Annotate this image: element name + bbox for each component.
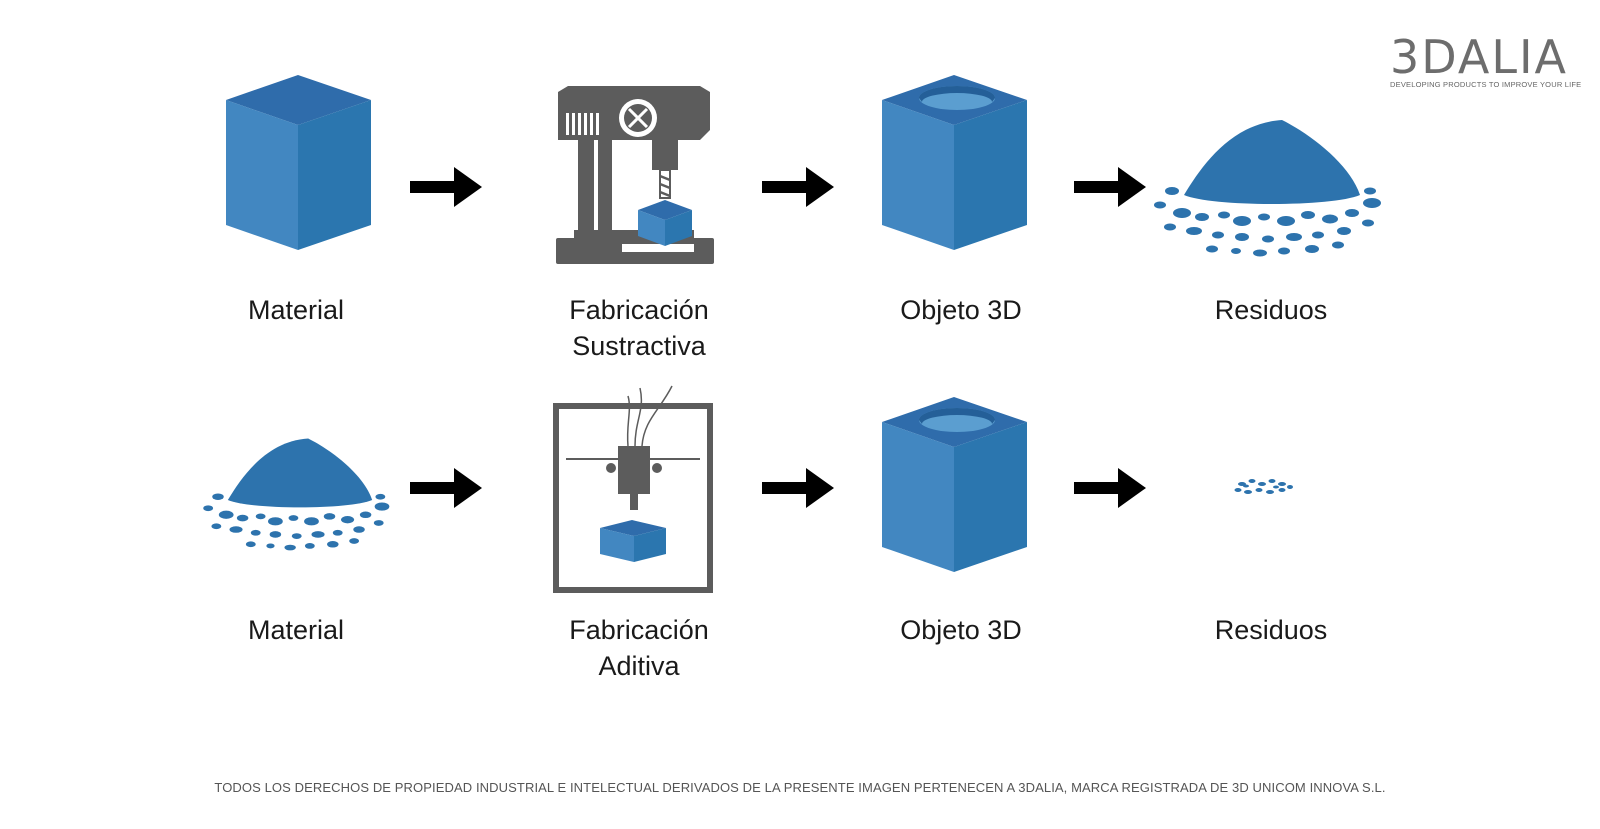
row1-object-hollow-cube-icon [882, 75, 1027, 250]
row2-small-residue-icon [1234, 479, 1293, 494]
logo-tagline: DEVELOPING PRODUCTS TO IMPROVE YOUR LIFE [1390, 80, 1582, 89]
3d-printer-icon [553, 385, 713, 593]
row2-material-pile-icon [203, 438, 390, 551]
row1-label-object: Objeto 3D [900, 295, 1022, 325]
row1-material-cube-icon [226, 75, 371, 250]
milling-workpiece-icon [638, 200, 692, 246]
row2-label-residue: Residuos [1214, 615, 1328, 645]
logo-name: 3DALIA [1390, 30, 1569, 84]
row1-label-fabrication-line1: Fabricación [569, 295, 709, 325]
row2-label-fabrication-line1: Fabricación [569, 615, 709, 645]
row1-label-material: Material [247, 295, 345, 325]
row2-arrow-2-icon [762, 468, 834, 508]
row2-arrow-1-icon [410, 468, 482, 508]
printed-object-icon [600, 520, 666, 562]
milling-machine-icon [556, 86, 714, 264]
row2-label-fabrication: Fabricación Aditiva [509, 612, 769, 684]
row1-arrow-2-icon [762, 167, 834, 207]
row1-arrow-1-icon [410, 167, 482, 207]
row2-label-fabrication-line2: Aditiva [598, 651, 680, 681]
row1-label-residue: Residuos [1214, 295, 1328, 325]
row2-label-material: Material [247, 615, 345, 645]
row1-arrow-3-icon [1074, 167, 1146, 207]
copyright-footer: TODOS LOS DERECHOS DE PROPIEDAD INDUSTRI… [214, 780, 1386, 795]
brand-logo: 3DALIA DEVELOPING PRODUCTS TO IMPROVE YO… [1390, 30, 1582, 89]
row1-label-fabrication-line2: Sustractiva [572, 331, 706, 361]
row1-label-fabrication: Fabricación Sustractiva [509, 292, 769, 364]
row2-label-object: Objeto 3D [900, 615, 1022, 645]
row2-object-hollow-cube-icon [882, 397, 1027, 572]
row1-residue-pile-icon [1154, 120, 1381, 257]
row2-arrow-3-icon [1074, 468, 1146, 508]
